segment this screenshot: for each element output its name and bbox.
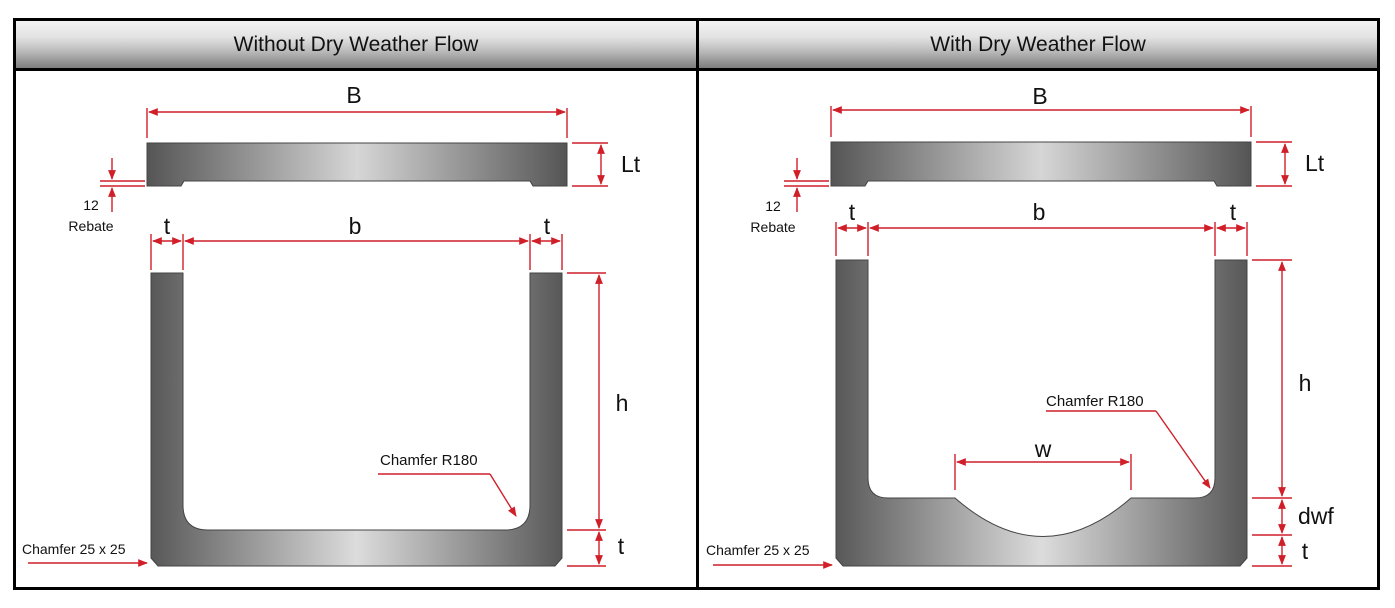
right-label-h: h bbox=[1299, 370, 1312, 396]
right-label-chamfer-r180: Chamfer R180 bbox=[1046, 393, 1144, 410]
left-lid bbox=[146, 142, 568, 187]
left-label-B: B bbox=[346, 82, 361, 108]
left-label-t-right: t bbox=[544, 213, 551, 239]
left-label-b: b bbox=[349, 213, 362, 239]
right-drawing: B Lt 12 Rebate t b t h Chamfer R180 w dw… bbox=[706, 83, 1334, 569]
left-label-rebate-value: 12 bbox=[83, 197, 99, 213]
right-label-b: b bbox=[1033, 199, 1046, 225]
panel-title-with-dwf: With Dry Weather Flow bbox=[699, 21, 1377, 71]
panel-title-without-dwf: Without Dry Weather Flow bbox=[16, 21, 696, 71]
right-label-chamfer-corner: Chamfer 25 x 25 bbox=[706, 542, 810, 558]
right-label-rebate-value: 12 bbox=[765, 198, 781, 214]
right-lid bbox=[830, 141, 1252, 187]
left-drawing: B Lt 12 Rebate t b t h Chamfer R180 t Ch… bbox=[22, 82, 641, 567]
right-label-Lt: Lt bbox=[1305, 150, 1325, 176]
right-label-w: w bbox=[1034, 436, 1052, 462]
right-label-B: B bbox=[1032, 83, 1047, 109]
right-u-channel-dwf bbox=[835, 259, 1248, 567]
panel-divider bbox=[696, 21, 699, 587]
right-label-dwf: dwf bbox=[1298, 503, 1334, 529]
left-label-t-left: t bbox=[164, 213, 171, 239]
left-label-Lt: Lt bbox=[621, 151, 641, 177]
right-label-t-right: t bbox=[1230, 199, 1237, 225]
right-label-rebate-text: Rebate bbox=[750, 219, 795, 235]
left-u-channel bbox=[150, 272, 563, 567]
left-label-chamfer-corner: Chamfer 25 x 25 bbox=[22, 541, 126, 557]
left-label-h: h bbox=[616, 390, 629, 416]
left-label-t-bottom: t bbox=[618, 533, 625, 559]
right-label-t-bottom: t bbox=[1302, 538, 1309, 564]
right-label-t-left: t bbox=[849, 199, 856, 225]
left-label-chamfer-r180: Chamfer R180 bbox=[380, 452, 478, 469]
left-label-rebate-text: Rebate bbox=[68, 218, 113, 234]
